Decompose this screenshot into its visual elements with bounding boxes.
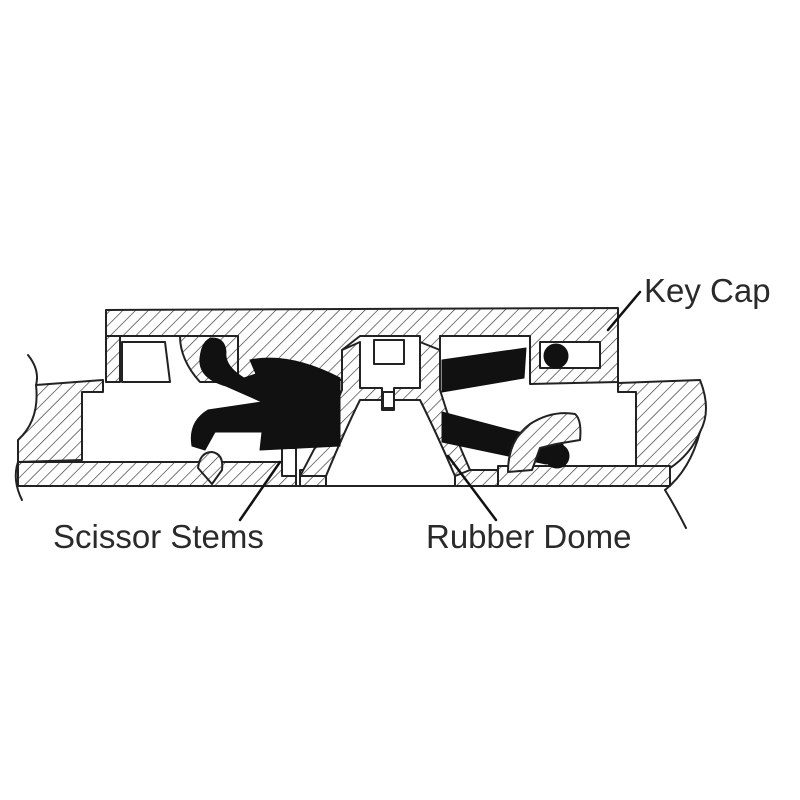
key-cap: [105, 307, 619, 385]
key-cap-label: Key Cap: [644, 272, 771, 309]
key-cap-leader-line: [606, 290, 642, 332]
right-hook: [507, 412, 582, 473]
rubber-dome: [299, 341, 471, 477]
right-housing: [617, 379, 707, 529]
scissor-stems-leader-line: [238, 460, 282, 522]
scissor-stems-label: Scissor Stems: [53, 518, 264, 555]
left-housing: [14, 354, 104, 501]
left-pivot: [197, 451, 224, 485]
rubber-dome-leader-line: [446, 454, 498, 522]
base-plate: [17, 447, 671, 487]
rubber-dome-label: Rubber Dome: [426, 518, 631, 555]
